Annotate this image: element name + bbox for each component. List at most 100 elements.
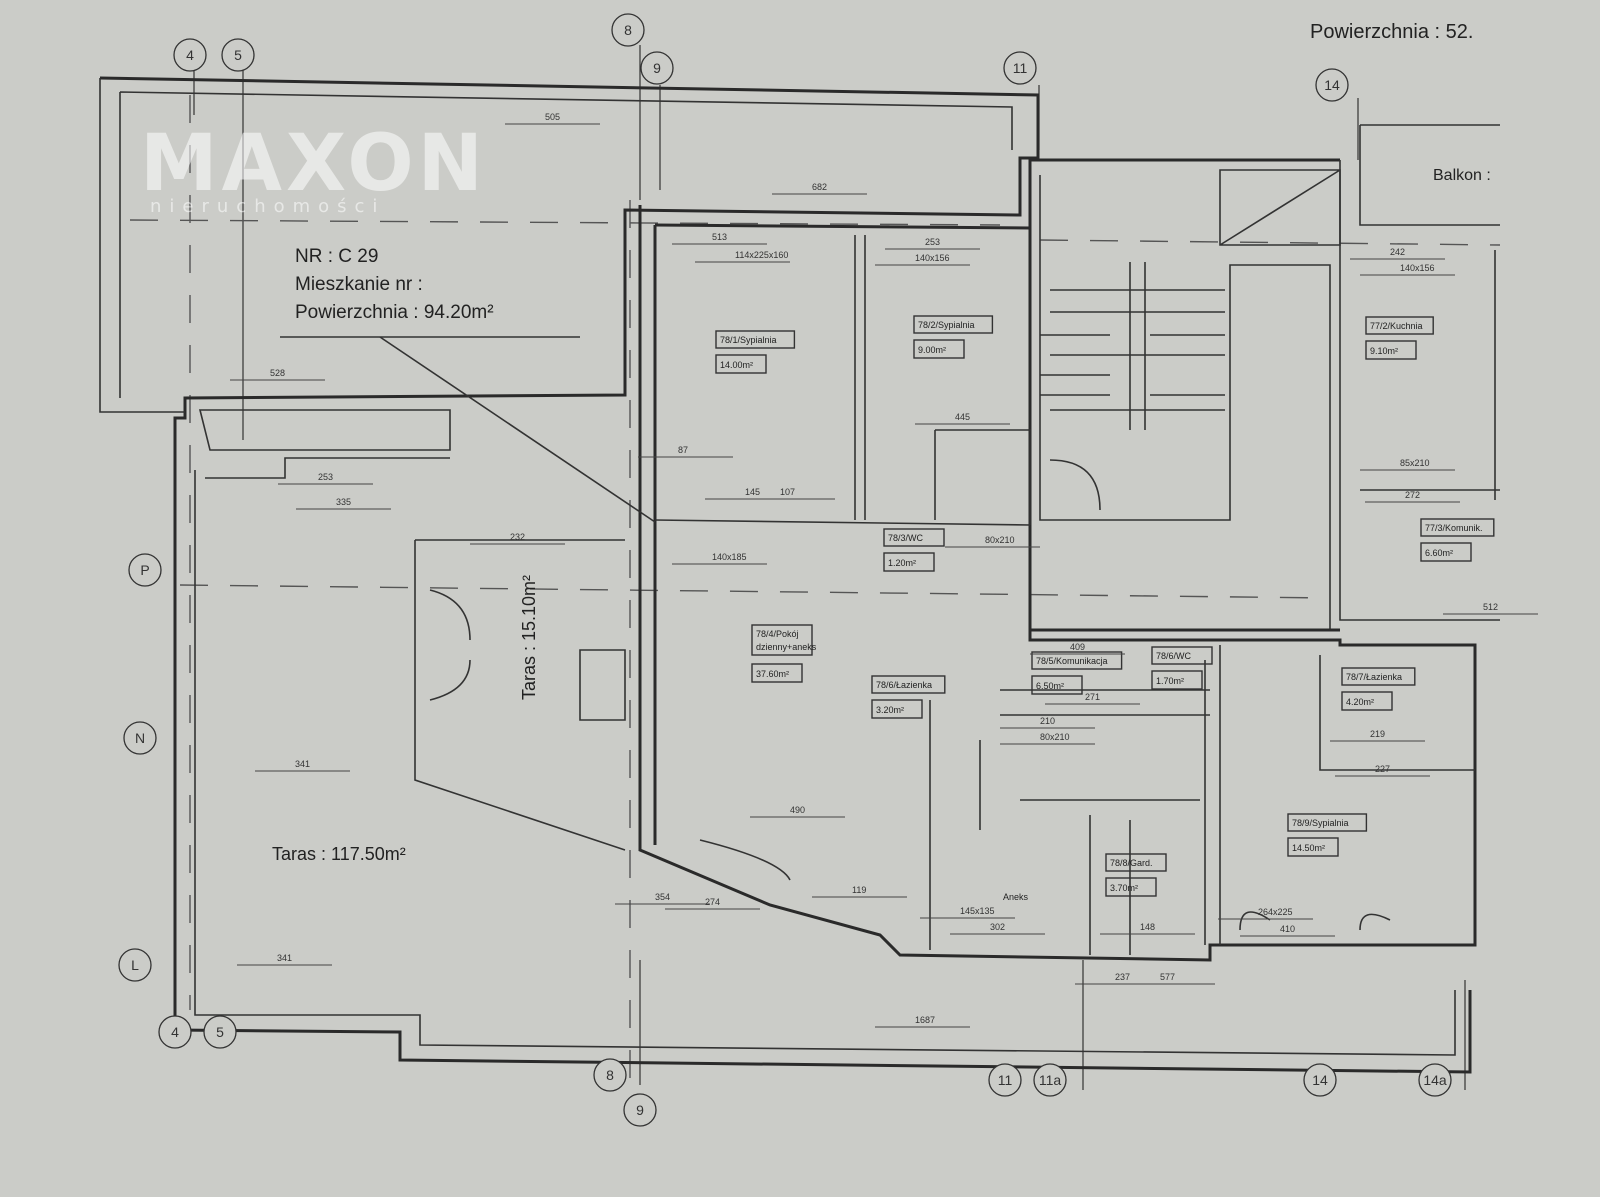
grid-marker-label: 8 bbox=[606, 1067, 614, 1083]
grid-marker-label: 11 bbox=[1013, 60, 1028, 76]
room-name: 78/7/Łazienka bbox=[1346, 672, 1402, 682]
grid-marker: 14a bbox=[1418, 1063, 1452, 1097]
apartment-walls bbox=[414, 124, 1500, 962]
dimension-label: 253 bbox=[925, 237, 940, 247]
room-label: 78/5/Komunikacja 6.50m² bbox=[1031, 651, 1123, 695]
dimension-label: 80x210 bbox=[1040, 732, 1070, 742]
grid-marker: N bbox=[123, 721, 157, 755]
dimension-label: 341 bbox=[277, 953, 292, 963]
dimension-label: 80x210 bbox=[985, 535, 1015, 545]
dimension-label: 271 bbox=[1085, 692, 1100, 702]
room-area: 6.50m² bbox=[1036, 681, 1064, 691]
grid-marker-label: 14a bbox=[1423, 1072, 1447, 1088]
grid-marker-label: 11 bbox=[998, 1072, 1013, 1088]
outer-walls bbox=[99, 76, 1472, 1074]
dimension-label: 682 bbox=[812, 182, 827, 192]
dimension-label: 341 bbox=[295, 759, 310, 769]
grid-marker-label: 9 bbox=[653, 60, 661, 76]
dimension-label: 354 bbox=[655, 892, 670, 902]
room-name: 78/6/WC bbox=[1156, 651, 1192, 661]
dimension-label: 253 bbox=[318, 472, 333, 482]
grid-marker-label: 4 bbox=[186, 47, 194, 63]
dimension-label: 119 bbox=[852, 885, 866, 895]
header-area-text: Powierzchnia : 52. bbox=[1310, 21, 1473, 43]
watermark-brand: MAXON bbox=[140, 119, 487, 209]
dimension-label: 577 bbox=[1160, 972, 1175, 982]
grid-marker-label: 11a bbox=[1039, 1072, 1062, 1088]
grid-marker-label: 8 bbox=[624, 22, 632, 38]
room-area: 1.70m² bbox=[1156, 676, 1184, 686]
room-area: 9.00m² bbox=[918, 345, 946, 355]
room-area: 37.60m² bbox=[756, 669, 789, 679]
dimension-label: 335 bbox=[336, 497, 351, 507]
room-name: 77/3/Komunik. bbox=[1425, 523, 1483, 533]
watermark-sub: nieruchomości bbox=[150, 196, 385, 217]
room-area: 4.20m² bbox=[1346, 697, 1374, 707]
room-name: 77/2/Kuchnia bbox=[1370, 321, 1423, 331]
dimension-label: 140x156 bbox=[915, 253, 950, 263]
grid-marker: 11a bbox=[1033, 1063, 1067, 1097]
room-name: 78/3/WC bbox=[888, 533, 924, 543]
grid-marker-label: L bbox=[131, 957, 139, 973]
grid-marker: 8 bbox=[593, 1058, 627, 1092]
grid-marker-label: 9 bbox=[636, 1102, 644, 1118]
room-name: 78/5/Komunikacja bbox=[1036, 656, 1108, 666]
room-area: 3.70m² bbox=[1110, 883, 1138, 893]
grid-marker: 8 bbox=[611, 13, 645, 47]
small-terrace-label: Taras : 15.10m² bbox=[519, 575, 539, 700]
dimension-label: 219 bbox=[1370, 729, 1385, 739]
dimension-label: 140x185 bbox=[712, 552, 747, 562]
dimension-label: 210 bbox=[1040, 716, 1055, 726]
room-name-2: dzienny+aneks bbox=[756, 642, 817, 652]
room-label: 77/3/Komunik. 6.60m² bbox=[1420, 518, 1495, 562]
dimension-label: 528 bbox=[270, 368, 285, 378]
dimension-label: 410 bbox=[1280, 924, 1295, 934]
dimension-label: 145 bbox=[745, 487, 760, 497]
grid-marker: 5 bbox=[221, 38, 255, 72]
grid-marker: 4 bbox=[173, 38, 207, 72]
grid-marker-label: 14 bbox=[1312, 1072, 1328, 1088]
room-area: 1.20m² bbox=[888, 558, 916, 568]
dimension-label: 513 bbox=[712, 232, 727, 242]
dimension-label: 1687 bbox=[915, 1015, 935, 1025]
grid-marker: P bbox=[128, 553, 162, 587]
dimension-label: 512 bbox=[1483, 602, 1498, 612]
grid-marker-label: N bbox=[135, 730, 145, 746]
dimension-label: 264x225 bbox=[1258, 907, 1293, 917]
balcony-label: Balkon : bbox=[1433, 167, 1491, 184]
room-area: 3.20m² bbox=[876, 705, 904, 715]
room-label: 78/6/WC 1.70m² bbox=[1151, 646, 1213, 690]
large-terrace-label: Taras : 117.50m² bbox=[272, 844, 406, 864]
room-label: 78/8/Gard.3.70m² bbox=[1105, 853, 1167, 897]
dimension-label: 140x156 bbox=[1400, 263, 1435, 273]
room-name: 78/6/Łazienka bbox=[876, 680, 932, 690]
dimension-label: 107 bbox=[780, 487, 795, 497]
room-labels: 78/1/Sypialnia14.00m²78/2/Sypialnia9.00m… bbox=[715, 315, 1495, 897]
grid-marker: 14 bbox=[1315, 68, 1349, 102]
dimension-label: 490 bbox=[790, 805, 805, 815]
dimension-label: 145x135 bbox=[960, 906, 995, 916]
grid-marker: 14 bbox=[1303, 1063, 1337, 1097]
room-area: 6.60m² bbox=[1425, 548, 1453, 558]
dimension-label: 409 bbox=[1070, 642, 1085, 652]
grid-marker: 4 bbox=[158, 1015, 192, 1049]
room-name: 78/4/Pokój bbox=[756, 629, 799, 639]
dimension-label: 237 bbox=[1115, 972, 1130, 982]
dimension-label: 505 bbox=[545, 112, 560, 122]
room-label: 78/6/Łazienka 3.20m² bbox=[871, 675, 946, 719]
room-area: 14.00m² bbox=[720, 360, 753, 370]
dimension-label: 227 bbox=[1375, 764, 1390, 774]
grid-marker: 5 bbox=[203, 1015, 237, 1049]
dimension-label: 272 bbox=[1405, 490, 1420, 500]
room-label: 78/7/Łazienka 4.20m² bbox=[1341, 667, 1416, 711]
room-name: 78/9/Sypialnia bbox=[1292, 818, 1349, 828]
grid-marker: 9 bbox=[623, 1093, 657, 1127]
dimension-label: 232 bbox=[510, 532, 525, 542]
grid-marker-label: P bbox=[140, 562, 149, 578]
grid-marker-label: 5 bbox=[234, 47, 242, 63]
grid-marker: 9 bbox=[640, 51, 674, 85]
